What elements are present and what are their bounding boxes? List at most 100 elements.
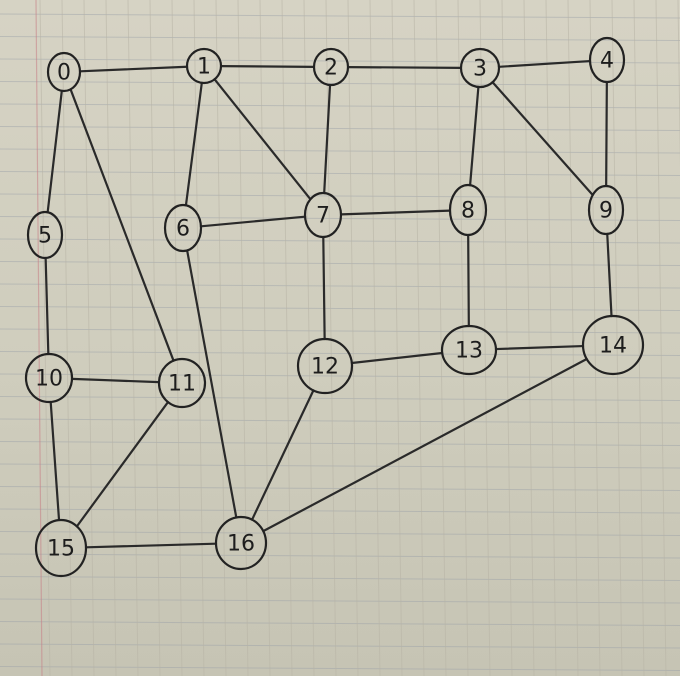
rule-line xyxy=(0,148,680,154)
node-label: 9 xyxy=(599,199,613,224)
edge-n1-n7 xyxy=(213,78,312,201)
grid-line xyxy=(479,0,491,676)
grid-line xyxy=(215,0,227,676)
grid-line xyxy=(171,0,183,676)
node-circle xyxy=(163,203,203,253)
node-label: 15 xyxy=(47,537,75,562)
node-circle xyxy=(459,47,501,89)
edge-n12-n13 xyxy=(350,351,444,365)
grid-line xyxy=(347,0,359,676)
edge-n13-n14 xyxy=(494,344,585,351)
edge-n2-n3 xyxy=(346,66,463,69)
rule-line xyxy=(0,463,680,469)
grid-line xyxy=(303,0,315,676)
grid-line xyxy=(369,0,381,676)
edge-n15-n16 xyxy=(84,542,218,549)
rule-line xyxy=(0,441,680,446)
grid-line xyxy=(523,0,535,676)
node-3: 3 xyxy=(459,47,501,89)
node-15: 15 xyxy=(34,518,88,578)
node-7: 7 xyxy=(303,191,343,239)
edge-n10-n11 xyxy=(70,377,161,384)
edge-n0-n5 xyxy=(46,89,63,214)
grid-line xyxy=(545,0,557,676)
edge-n12-n16 xyxy=(250,389,315,521)
node-circle xyxy=(312,47,350,87)
node-circle xyxy=(581,314,645,376)
grid-line xyxy=(149,0,161,676)
node-label: 8 xyxy=(461,199,475,224)
node-label: 11 xyxy=(168,372,196,397)
edge-n8-n13 xyxy=(467,233,470,328)
node-label: 6 xyxy=(176,217,190,242)
node-label: 4 xyxy=(600,49,614,74)
rule-line xyxy=(0,598,680,604)
grid-line xyxy=(435,0,447,676)
edge-n3-n8 xyxy=(469,85,480,187)
node-9: 9 xyxy=(587,184,625,236)
edge-n0-n1 xyxy=(78,65,189,73)
node-label: 16 xyxy=(227,532,255,557)
grid-line xyxy=(633,0,645,676)
grid-line xyxy=(589,0,601,676)
grid-line xyxy=(567,0,579,676)
node-circle xyxy=(440,324,498,376)
node-circle xyxy=(185,47,223,85)
rule-line xyxy=(0,621,680,626)
rule-line xyxy=(0,666,680,671)
edge-n1-n6 xyxy=(184,81,203,207)
node-8: 8 xyxy=(448,183,488,237)
edge-n6-n7 xyxy=(199,215,307,228)
edge-n3-n9 xyxy=(491,81,594,196)
node-6: 6 xyxy=(163,203,203,253)
grid-line xyxy=(259,0,271,676)
rule-line xyxy=(0,328,680,334)
node-1: 1 xyxy=(185,47,223,85)
edge-n11-n15 xyxy=(75,400,170,528)
grid-line xyxy=(391,0,403,676)
node-circle xyxy=(587,184,625,236)
node-label: 0 xyxy=(57,61,71,86)
rule-line xyxy=(0,643,680,649)
node-16: 16 xyxy=(214,515,268,571)
node-label: 7 xyxy=(316,204,330,229)
rule-line xyxy=(0,126,680,131)
rule-line xyxy=(0,531,680,536)
rule-line xyxy=(0,36,680,41)
node-13: 13 xyxy=(440,324,498,376)
edge-n0-n11 xyxy=(69,88,175,362)
node-0: 0 xyxy=(46,51,82,93)
grid-line xyxy=(413,0,425,676)
rule-line xyxy=(0,171,680,176)
edge-n14-n16 xyxy=(262,357,588,533)
edge-n10-n15 xyxy=(49,400,61,522)
node-label: 14 xyxy=(599,334,627,359)
rule-line xyxy=(0,13,680,19)
rule-line xyxy=(0,508,680,514)
node-circle xyxy=(448,183,488,237)
node-label: 10 xyxy=(35,367,63,392)
edge-n7-n12 xyxy=(322,235,326,341)
rule-line xyxy=(0,396,680,401)
node-label: 12 xyxy=(311,355,339,380)
grid-line xyxy=(655,0,667,676)
edge-n9-n14 xyxy=(606,232,613,318)
grid-line xyxy=(83,0,95,676)
node-11: 11 xyxy=(157,357,207,409)
node-circle xyxy=(296,337,354,395)
rule-line xyxy=(0,306,680,311)
node-label: 13 xyxy=(455,339,483,364)
node-label: 5 xyxy=(38,224,52,249)
rule-line xyxy=(0,283,680,289)
grid-line xyxy=(611,0,623,676)
edge-n4-n9 xyxy=(605,80,608,188)
rule-line xyxy=(0,351,680,356)
node-circle xyxy=(34,518,88,578)
edges xyxy=(44,59,613,549)
grid-line xyxy=(105,0,117,676)
node-label: 2 xyxy=(324,56,338,81)
node-12: 12 xyxy=(296,337,354,395)
